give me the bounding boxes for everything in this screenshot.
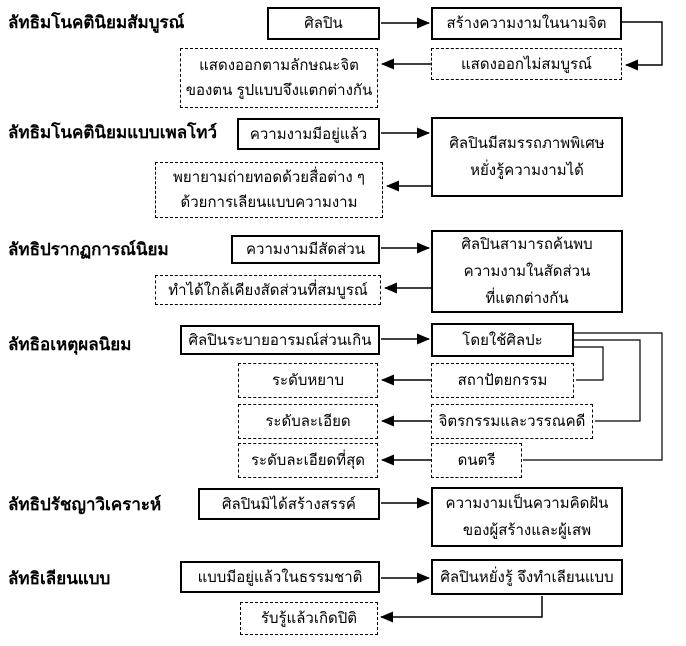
box-artist-special-capacity: ศิลปินมีสมรรถภาพพิเศษหยั่งรู้ความงามได้ [431, 117, 623, 197]
box-music: ดนตรี [431, 443, 522, 478]
box-artist: ศิลปิน [267, 7, 380, 40]
box-finest-level: ระดับละเอียดที่สุด [238, 443, 378, 478]
arrow-artist-imitates-to-perception-joy [380, 596, 543, 623]
box-fine-level: ระดับละเอียด [238, 404, 378, 439]
box-forms-exist-in-nature: แบบมีอยู่แล้วในธรรมชาติ [180, 561, 380, 593]
box-creates-beauty-in-mind: สร้างความงามในนามจิต [431, 7, 622, 40]
box-artist-discovers-proportions: ศิลปินสามารถค้นพบความงามในสัดส่วนที่แตกต… [431, 230, 623, 313]
box-beauty-already-exists: ความงามมีอยู่แล้ว [237, 118, 380, 150]
section-header-analytic-philosophy: ลัทธิปรัชญาวิเคราะห์ [8, 495, 162, 514]
box-beauty-has-proportion: ความงามมีสัดส่วน [231, 235, 380, 264]
box-artist-does-not-create: ศิลปินมิได้สร้างสรรค์ [198, 488, 380, 520]
box-painting-and-literature: จิตรกรรมและวรรณคดี [431, 404, 593, 439]
box-artist-intuits-imitates: ศิลปินหยั่งรู้ จึงทำเลียนแบบ [431, 559, 623, 595]
box-approximate-perfect-proportion: ทำได้ใกล้เคียงสัดส่วนที่สมบูรณ์ [155, 275, 381, 305]
section-header-imitation-theory: ลัทธิเลียนแบบ [8, 569, 111, 588]
section-header-absolute-idealism: ลัทธิมโนคตินิยมสัมบูรณ์ [8, 13, 185, 32]
box-coarse-level: ระดับหยาบ [238, 363, 378, 398]
box-by-using-art: โดยใช้ศิลปะ [431, 323, 574, 357]
box-architecture: สถาปัตยกรรม [431, 363, 574, 398]
box-artist-vents-excess-emotion: ศิลปินระบายอารมณ์ส่วนเกิน [180, 325, 380, 355]
arrow-creates-beauty-to-imperfect-expression [622, 21, 663, 71]
box-imperfect-expression: แสดงออกไม่สมบูรณ์ [431, 48, 622, 80]
connector-by-using-art-to-architecture [574, 346, 604, 381]
section-header-phenomenalism: ลัทธิปรากฏการณ์นิยม [8, 240, 169, 259]
box-perception-brings-joy: รับรู้แล้วเกิดปิติ [240, 602, 378, 635]
box-convey-through-media: พยายามถ่ายทอดด้วยสื่อต่าง ๆด้วยการเลียนแ… [155, 162, 383, 218]
box-beauty-is-imagination: ความงามเป็นความคิดฝันของผู้สร้างและผู้เส… [431, 487, 623, 547]
section-header-platonic-idealism: ลัทธิมโนคตินิยมแบบเพลโทว์ [8, 123, 218, 142]
section-header-irrationalism: ลัทธิอเหตุผลนิยม [8, 335, 132, 354]
box-expression-varies: แสดงออกตามลักษณะจิตของตน รูปแบบจึงแตกต่า… [180, 48, 378, 108]
